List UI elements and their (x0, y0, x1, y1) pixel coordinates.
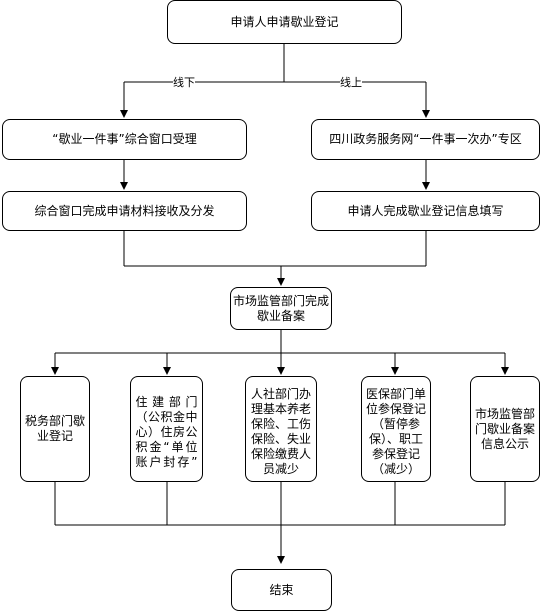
node-hrss-line2: 理基本养老 (250, 402, 311, 416)
node-end: 结束 (231, 569, 332, 611)
node-hrss-line5: 保险缴费人 (250, 447, 311, 461)
node-housing-line3: 心）住房公 (135, 425, 198, 439)
node-offline-collect: 综合窗口完成申请材料接收及分发 (2, 191, 247, 231)
node-start: 申请人申请歇业登记 (167, 0, 402, 44)
node-housing-line1: 住 建 部 门 (135, 395, 198, 409)
node-publicity-line2: 门歇业备案 (474, 421, 535, 436)
node-offline-accept: “歇业一件事”综合窗口受理 (2, 119, 247, 160)
node-online-fill-text: 申请人完成歇业登记信息填写 (347, 203, 504, 218)
node-publicity-line1: 市场监管部 (474, 406, 535, 421)
node-medical: 医保部门单 位参保登记 （暂停参 保）、职工 参保登记 （减少） (361, 376, 431, 482)
edge-label-online: 线上 (340, 76, 362, 89)
node-publicity-line3: 信息公示 (480, 436, 529, 451)
node-hrss-line3: 保险、工伤 (250, 417, 311, 431)
node-medical-line4: 保）、职工 (368, 432, 423, 446)
node-hrss-line4: 保险、失业 (250, 432, 311, 446)
node-market-record: 市场监管部门完成 歇业备案 (230, 287, 332, 330)
node-hrss-line1: 人社部门办 (250, 387, 311, 401)
node-medical-line5: 参保登记 (371, 447, 420, 461)
node-online-zone-text: 四川政务服务网“一件事一次办”专区 (329, 132, 522, 146)
node-tax-line1: 税务部门歇 (24, 414, 85, 428)
node-end-text: 结束 (269, 582, 294, 597)
node-online-zone: 四川政务服务网“一件事一次办”专区 (311, 119, 540, 160)
node-housing-line4: 积金“单位 (135, 440, 198, 454)
node-medical-line6: （减少） (371, 462, 420, 476)
node-medical-line3: （暂停参 (371, 417, 420, 431)
node-offline-collect-text: 综合窗口完成申请材料接收及分发 (34, 203, 215, 218)
node-medical-line2: 位参保登记 (365, 402, 426, 416)
node-offline-accept-text: “歇业一件事”综合窗口受理 (52, 132, 197, 146)
node-tax: 税务部门歇 业登记 (20, 376, 90, 482)
node-hrss: 人社部门办 理基本养老 保险、工伤 保险、失业 保险缴费人 员减少 (245, 376, 317, 482)
node-online-fill: 申请人完成歇业登记信息填写 (311, 191, 540, 231)
node-tax-line2: 业登记 (36, 429, 73, 443)
node-housing-line2: （公积金中 (135, 410, 198, 424)
node-market-record-line1: 市场监管部门完成 (232, 293, 329, 308)
edge-label-offline: 线下 (173, 76, 195, 89)
node-publicity: 市场监管部 门歇业备案 信息公示 (470, 376, 540, 482)
node-housing-line5: 账户封存” (135, 455, 198, 469)
node-start-text: 申请人申请歇业登记 (230, 14, 339, 29)
node-market-record-line2: 歇业备案 (256, 308, 305, 323)
node-medical-line1: 医保部门单 (365, 387, 426, 401)
node-housing: 住 建 部 门 （公积金中 心）住房公 积金“单位 账户封存” (130, 376, 203, 482)
node-hrss-line6: 员减少 (262, 462, 299, 476)
